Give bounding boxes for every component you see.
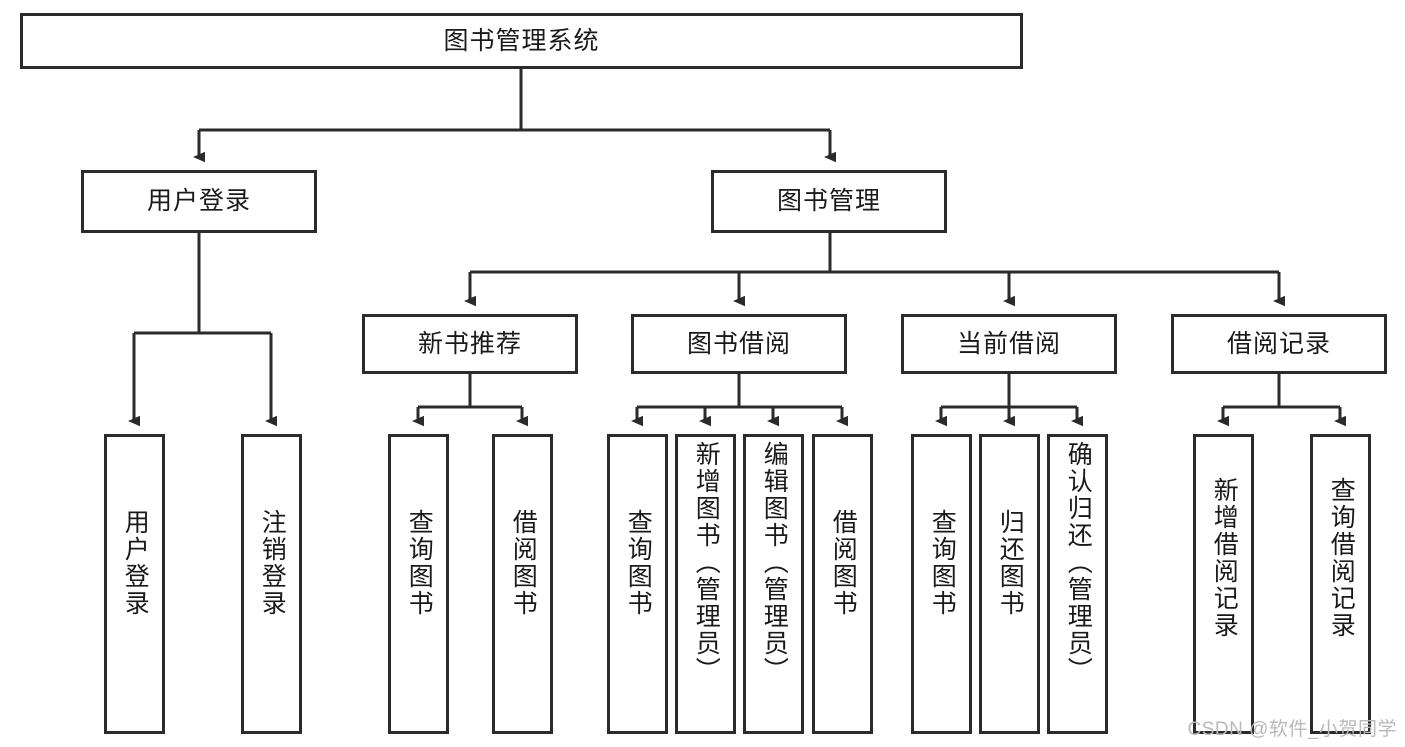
node-label: 查询借阅记录 <box>1327 477 1356 639</box>
node-label: 借阅记录 <box>1226 329 1331 358</box>
node-label: 图书借阅 <box>686 329 791 358</box>
leaf-borrow-book-borrow[interactable]: 借阅图书 <box>812 434 873 734</box>
leaf-query-borrow-record[interactable]: 查询借阅记录 <box>1310 434 1371 734</box>
node-current-borrow[interactable]: 当前借阅 <box>901 314 1117 374</box>
node-borrow-record[interactable]: 借阅记录 <box>1171 314 1387 374</box>
node-label: 新增图书（管理员） <box>692 441 721 684</box>
node-label: 图书管理 <box>776 187 881 216</box>
node-label: 归还图书 <box>996 509 1025 617</box>
leaf-query-book-current[interactable]: 查询图书 <box>911 434 972 734</box>
leaf-add-borrow-record[interactable]: 新增借阅记录 <box>1193 434 1254 734</box>
node-label: 确认归还（管理员） <box>1064 441 1093 684</box>
node-label: 编辑图书（管理员） <box>760 441 789 684</box>
leaf-user-login[interactable]: 用户登录 <box>104 434 165 734</box>
leaf-logout-login[interactable]: 注销登录 <box>241 434 302 734</box>
leaf-return-book[interactable]: 归还图书 <box>979 434 1040 734</box>
node-label: 查询图书 <box>928 509 957 617</box>
node-book-borrow[interactable]: 图书借阅 <box>631 314 847 374</box>
node-label: 用户登录 <box>146 187 251 216</box>
node-label: 借阅图书 <box>509 509 538 617</box>
leaf-query-book-borrow[interactable]: 查询图书 <box>607 434 668 734</box>
node-label: 用户登录 <box>121 509 150 617</box>
leaf-edit-book[interactable]: 编辑图书（管理员） <box>743 434 804 734</box>
node-label: 新增借阅记录 <box>1210 477 1239 639</box>
node-book-management[interactable]: 图书管理 <box>711 170 947 233</box>
leaf-confirm-return[interactable]: 确认归还（管理员） <box>1047 434 1108 734</box>
node-label: 借阅图书 <box>829 509 858 617</box>
leaf-query-book-recommend[interactable]: 查询图书 <box>388 434 449 734</box>
node-user-login[interactable]: 用户登录 <box>81 170 317 233</box>
node-label: 当前借阅 <box>956 329 1061 358</box>
leaf-borrow-book-recommend[interactable]: 借阅图书 <box>492 434 553 734</box>
watermark-text: CSDN @软件_小贺同学 <box>1187 719 1397 740</box>
node-title-system[interactable]: 图书管理系统 <box>20 13 1023 69</box>
node-label: 查询图书 <box>405 509 434 617</box>
leaf-add-book[interactable]: 新增图书（管理员） <box>675 434 736 734</box>
node-label: 图书管理系统 <box>443 26 600 55</box>
node-label: 注销登录 <box>258 509 287 617</box>
node-label: 查询图书 <box>624 509 653 617</box>
node-new-book-recommend[interactable]: 新书推荐 <box>362 314 578 374</box>
node-label: 新书推荐 <box>417 329 522 358</box>
